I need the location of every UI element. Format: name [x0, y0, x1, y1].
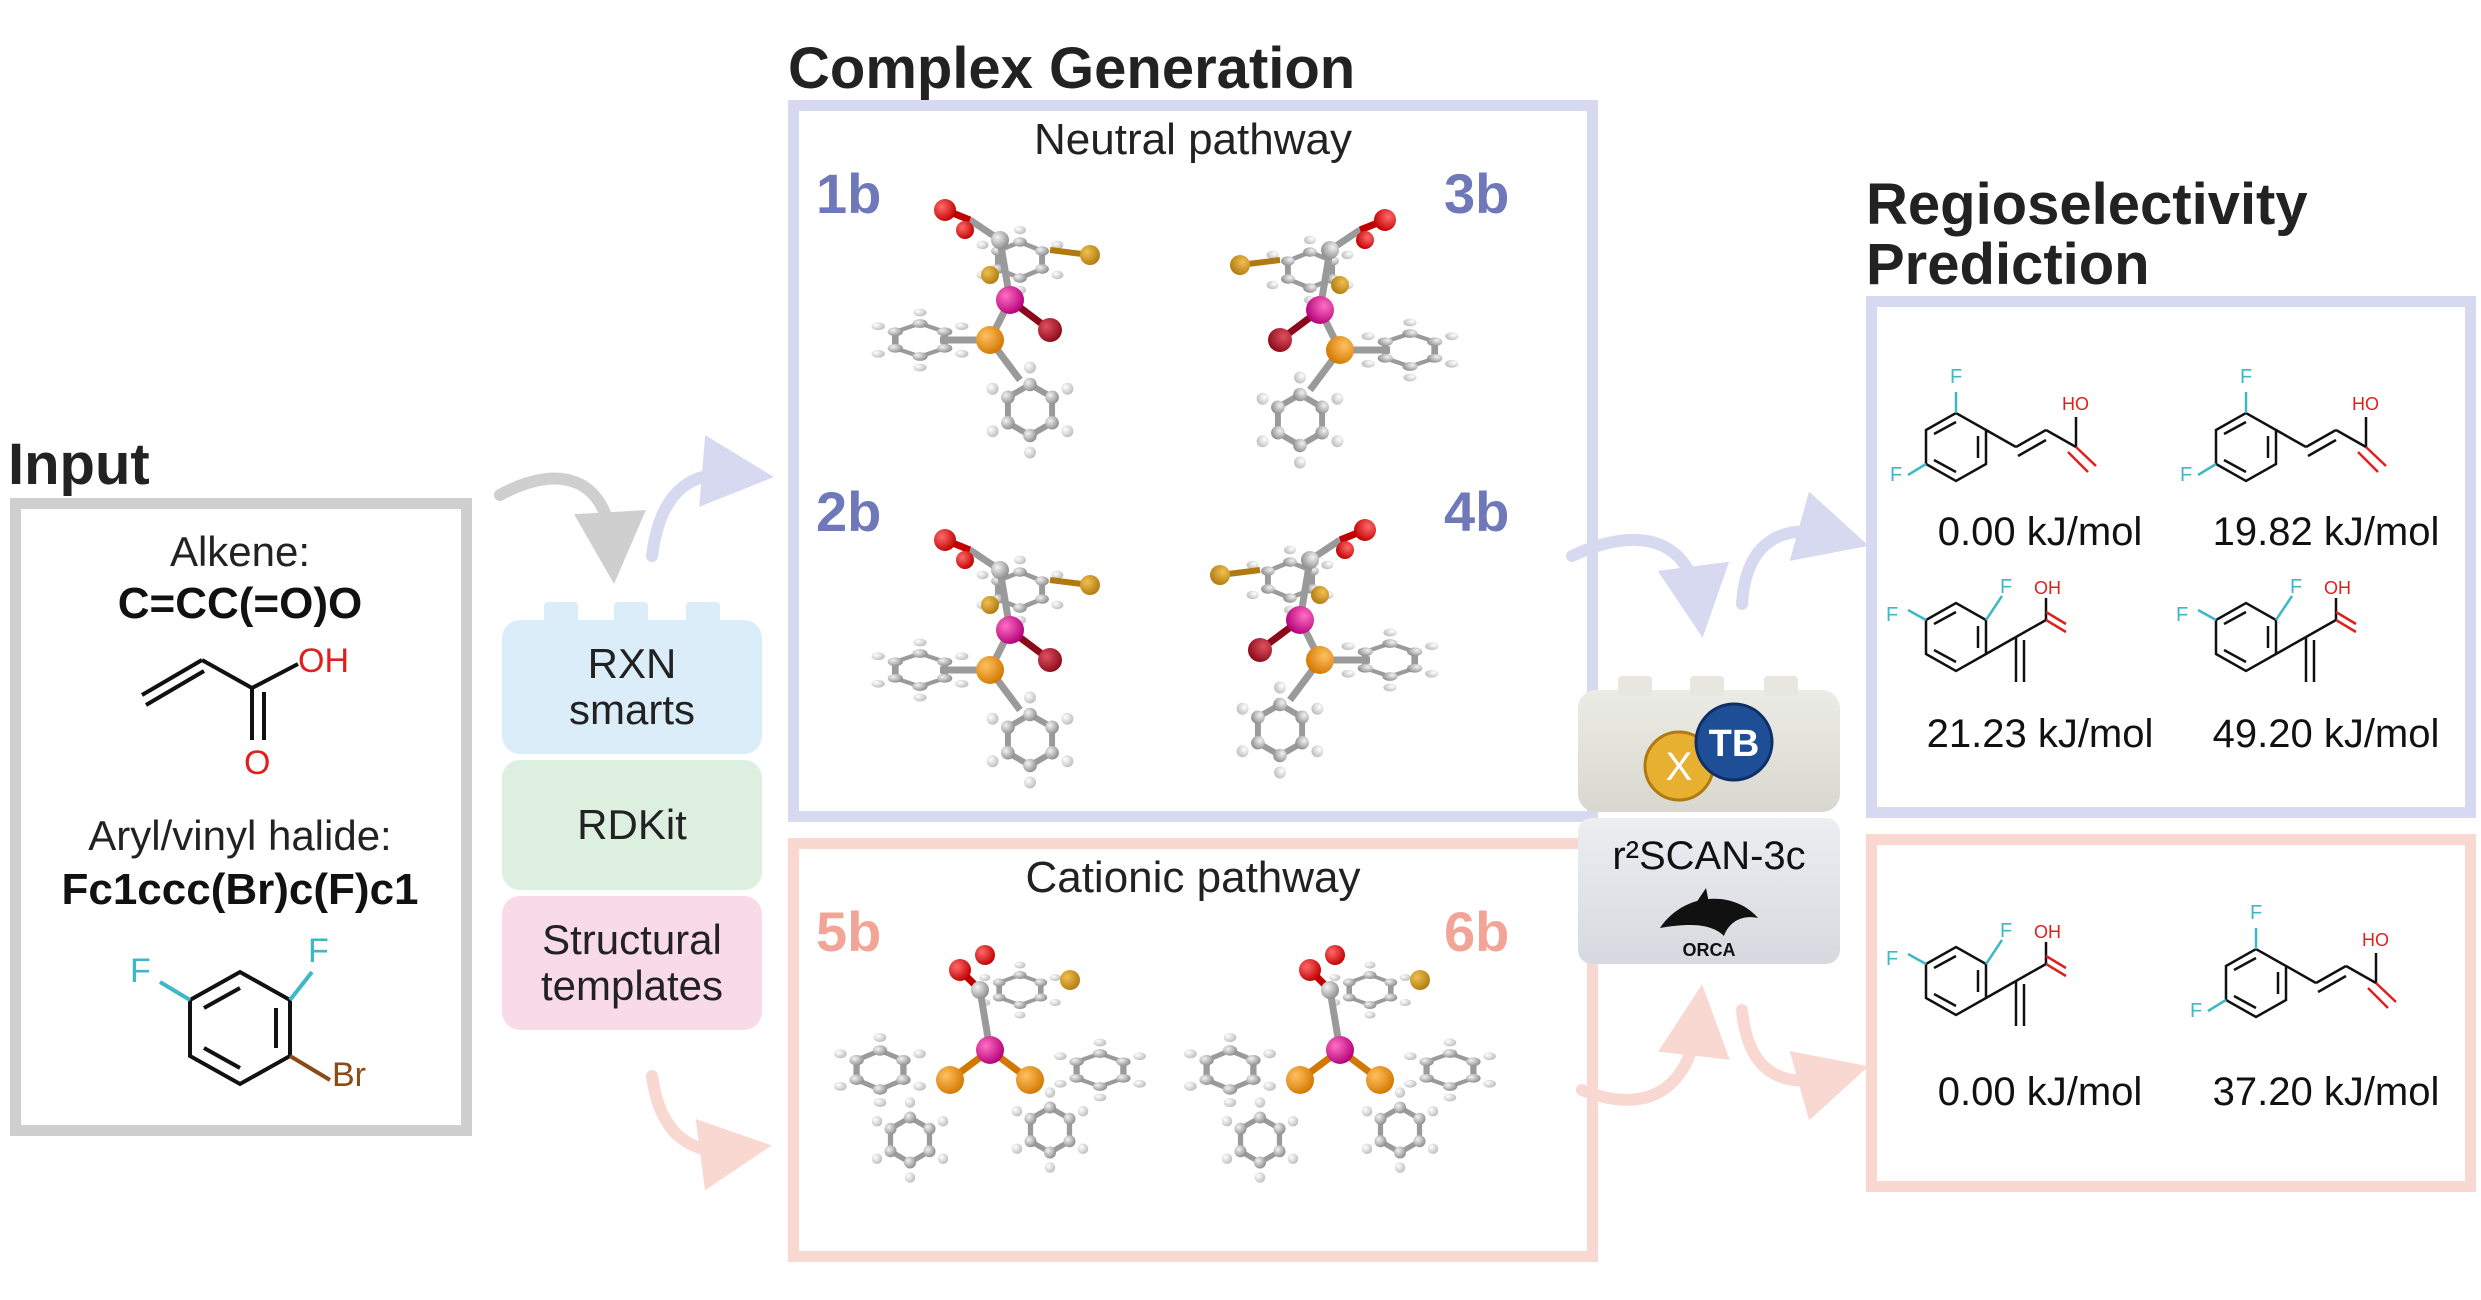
input-heading: Input [8, 432, 150, 497]
structural-templates-block: Structural templates [502, 896, 762, 1030]
energy-cationic-1: 0.00 kJ/mol [1937, 1070, 2143, 1114]
rxn-smarts-block: RXN smarts [502, 620, 762, 754]
p1-f-top: F [1950, 366, 1963, 388]
prediction-heading-line1: Regioselectivity [1866, 172, 2308, 237]
p2-ho: HO [2352, 394, 2379, 414]
alkene-label: Alkene: [169, 528, 311, 575]
energy-neutral-2: 19.82 kJ/mol [2212, 510, 2440, 554]
neutral-pathway-title: Neutral pathway [1034, 115, 1352, 164]
br-label: Br [332, 1056, 366, 1094]
label-5b: 5b [816, 900, 882, 963]
halide-smiles: Fc1ccc(Br)c(F)c1 [61, 865, 419, 914]
energy-neutral-1: 0.00 kJ/mol [1937, 510, 2143, 554]
energy-cationic-2: 37.20 kJ/mol [2212, 1070, 2440, 1114]
p6-f-top: F [2250, 902, 2263, 924]
label-1b: 1b [816, 162, 882, 225]
p1-f-left: F [1890, 464, 1903, 486]
prediction-heading-line2: Prediction [1866, 232, 2150, 297]
cationic-prediction-panel [1866, 834, 2476, 1192]
halide-label: Aryl/vinyl halide: [88, 812, 392, 859]
xtb-logo: X TB [1643, 702, 1774, 802]
orca-text: ORCA [1683, 940, 1736, 960]
input-panel [10, 498, 472, 1136]
arrow-tools-to-cationic [646, 1070, 772, 1191]
complex-generation-heading: Complex Generation [788, 36, 1356, 101]
rdkit-block: RDKit [502, 760, 762, 890]
p2-f-top: F [2240, 366, 2253, 388]
arrow-tools-to-neutral [646, 435, 774, 562]
arrow-compute-to-cationic-pred [1736, 1004, 1869, 1121]
p5-oh: OH [2034, 922, 2061, 942]
label-2b: 2b [816, 480, 882, 543]
p6-f-left: F [2190, 1000, 2203, 1022]
label-3b: 3b [1444, 162, 1510, 225]
arrow-compute-to-neutral-pred [1736, 491, 1869, 610]
cationic-pathway-title: Cationic pathway [1025, 853, 1361, 902]
label-6b: 6b [1444, 900, 1510, 963]
p1-ho: HO [2062, 394, 2089, 414]
f-label-top: F [308, 932, 329, 970]
xtb-tb-text: TB [1709, 723, 1760, 765]
energy-neutral-3: 21.23 kJ/mol [1926, 712, 2154, 756]
p4-f-top: F [2290, 576, 2303, 598]
p6-ho: HO [2362, 930, 2389, 950]
p3-oh: OH [2034, 578, 2061, 598]
p4-f-left: F [2176, 604, 2189, 626]
cationic-pathway-panel [788, 838, 1598, 1262]
o-label: O [244, 744, 270, 780]
neutral-pathway-panel [788, 100, 1598, 822]
p5-f-top: F [2000, 920, 2013, 942]
p2-f-left: F [2180, 464, 2193, 486]
p4-oh: OH [2324, 578, 2351, 598]
xtb-block-bumps [1618, 676, 1798, 696]
r2scan-block [1578, 818, 1840, 964]
difluorobromobenzene-structure: F F Br [130, 932, 366, 1094]
p3-f-left: F [1886, 604, 1899, 626]
alkene-smiles: C=CC(=O)O [117, 579, 363, 628]
acrylic-acid-structure: OH O [140, 642, 349, 780]
tool-connector-bumps [544, 602, 720, 626]
energy-neutral-4: 49.20 kJ/mol [2212, 712, 2440, 756]
xtb-x-text: X [1666, 745, 1693, 789]
p5-f-left: F [1886, 948, 1899, 970]
oh-label: OH [298, 642, 349, 680]
orca-logo: ORCA [1660, 888, 1758, 960]
f-label-left: F [130, 952, 151, 990]
arrow-cationic-to-compute [1576, 984, 1730, 1106]
r2scan-text: r²SCAN-3c [1612, 834, 1806, 878]
p3-f-top: F [2000, 576, 2013, 598]
neutral-prediction-panel [1866, 296, 2476, 818]
label-4b: 4b [1444, 480, 1510, 543]
arrow-input-to-tools [494, 472, 646, 584]
